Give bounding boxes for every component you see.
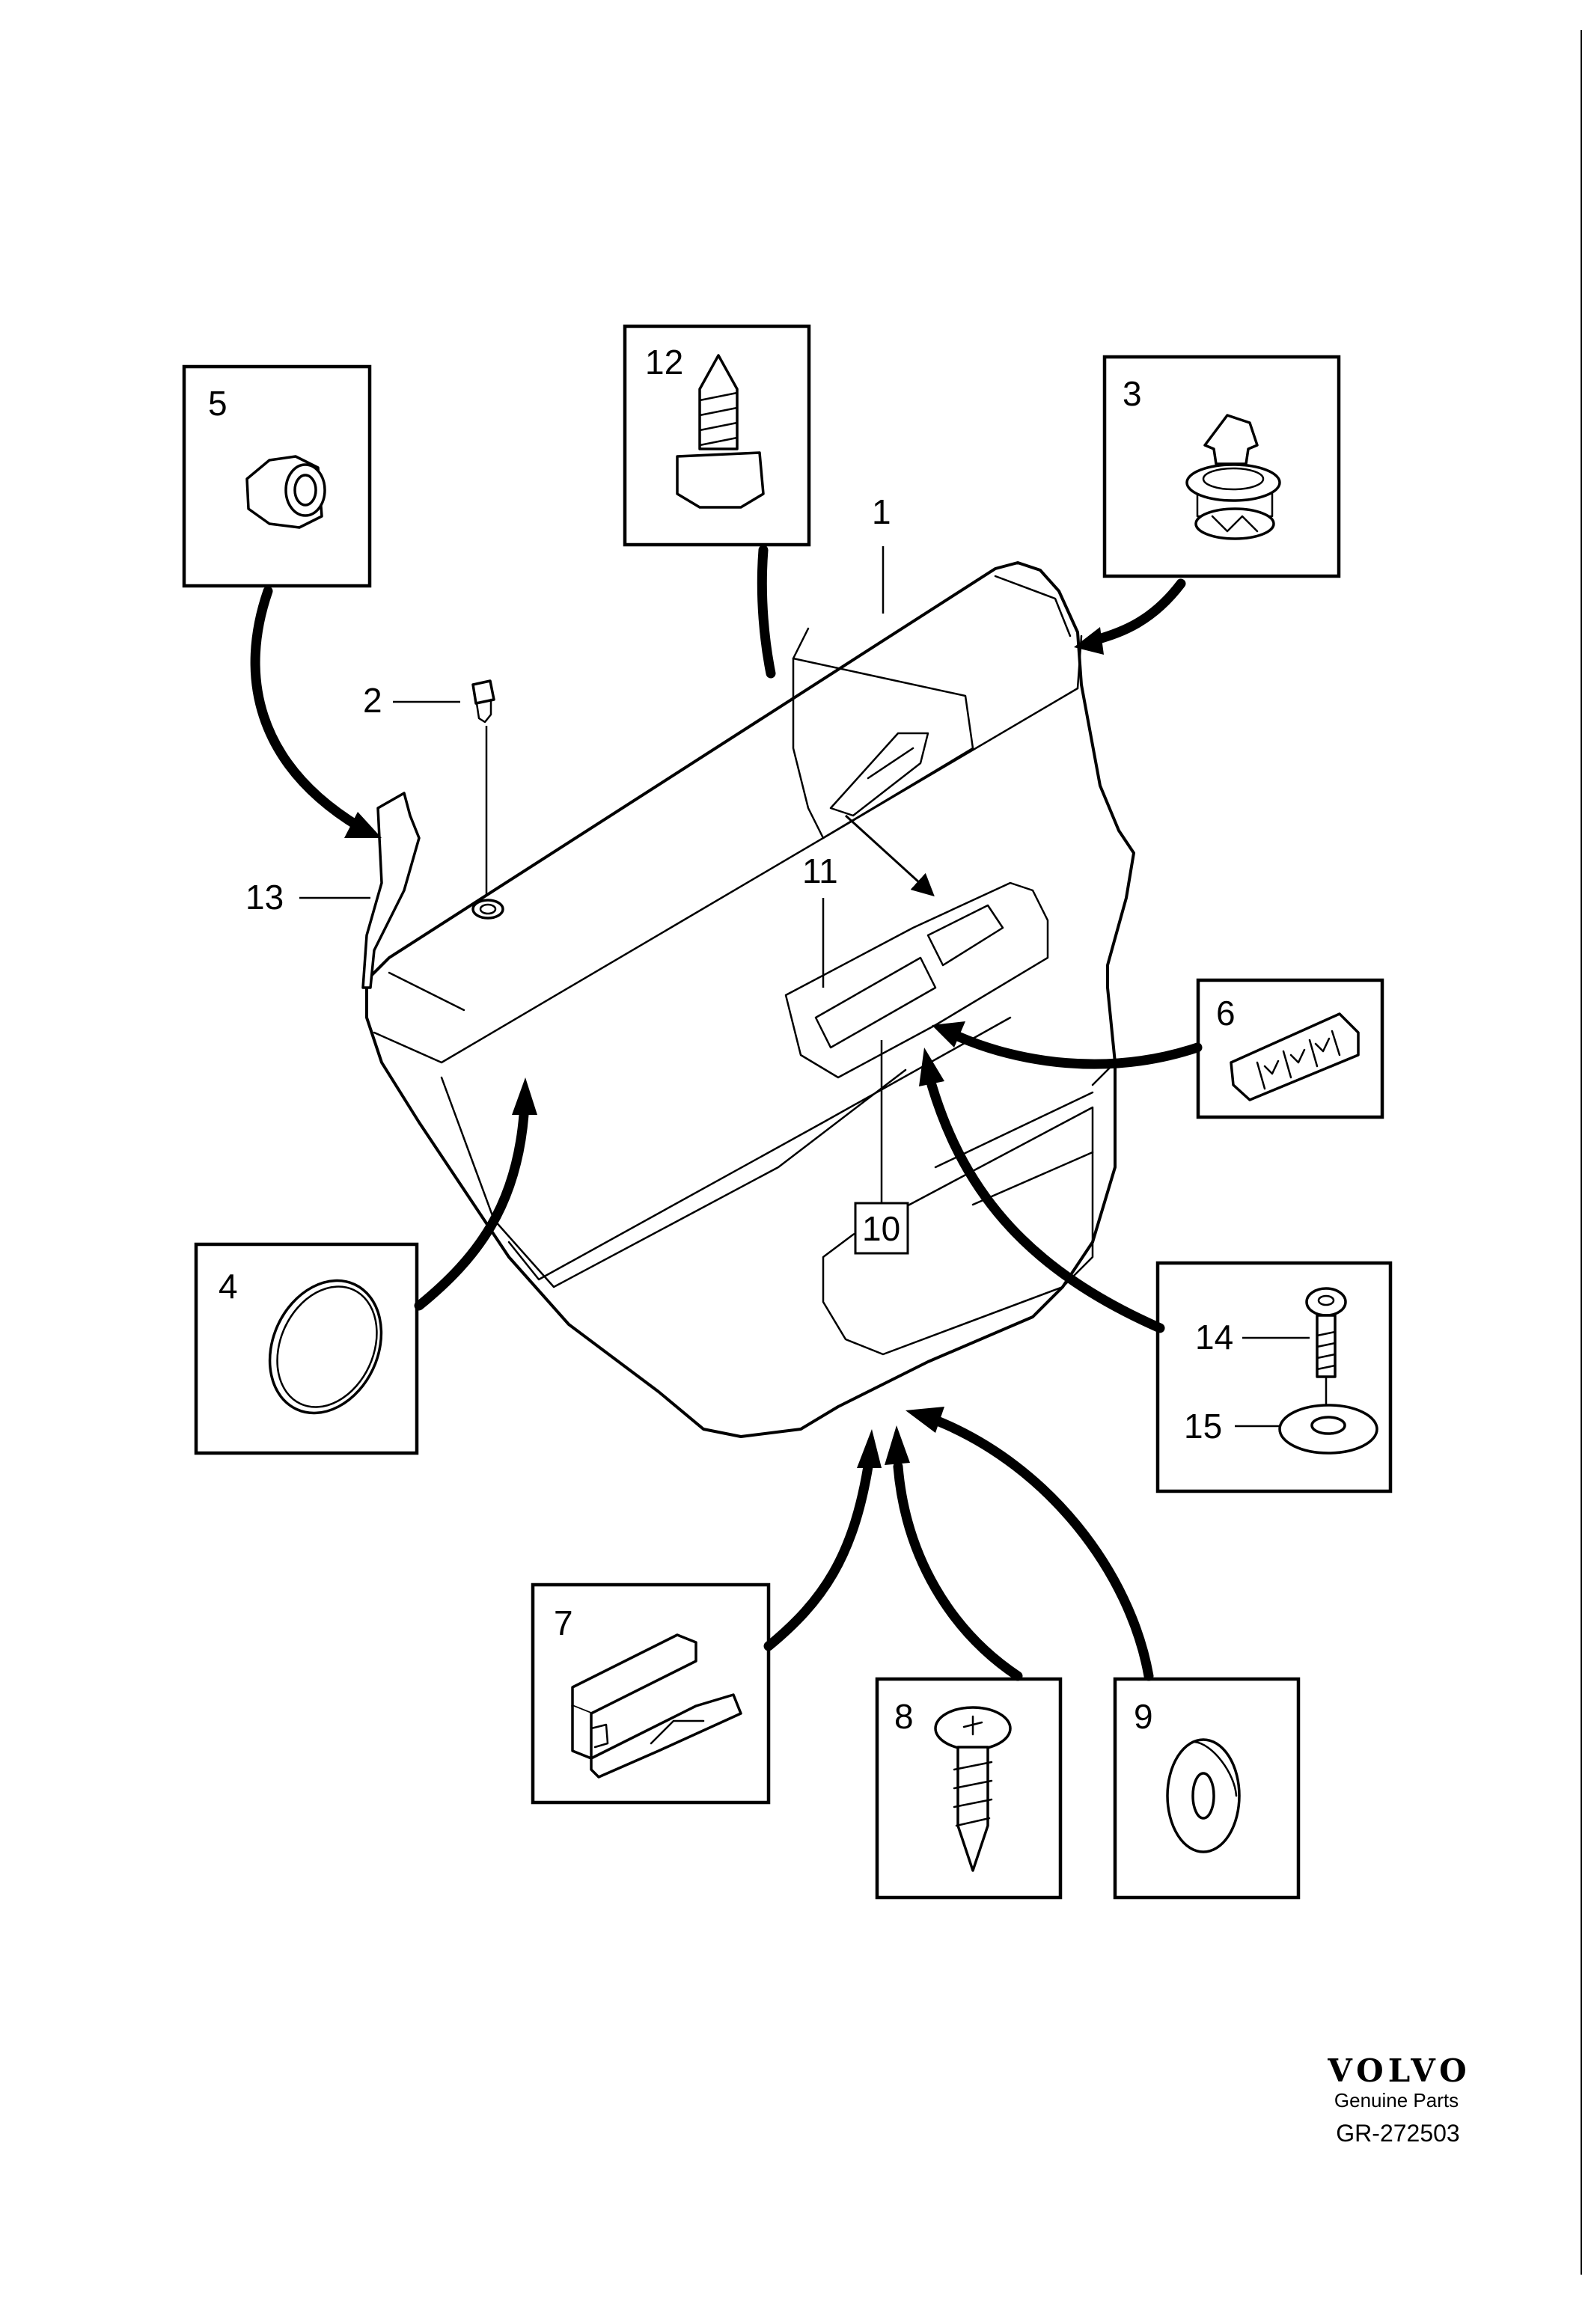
part-box-9: 9 — [1113, 1677, 1301, 1900]
callout-15: 15 — [1184, 1407, 1222, 1446]
callout-14: 14 — [1195, 1318, 1233, 1357]
callout-12: 12 — [645, 343, 683, 382]
reference-arrows — [250, 545, 1203, 1681]
callout-2: 2 — [363, 681, 382, 720]
branding-block: VOLVO Genuine Parts GR-272503 — [1327, 2052, 1471, 2147]
bolt-icon — [1305, 1287, 1347, 1407]
washer-icon-15 — [1278, 1404, 1378, 1455]
part-box-5: 5 — [182, 364, 372, 588]
part-box-4: 4 — [194, 1242, 419, 1455]
plug-cap-icon — [245, 455, 326, 529]
callout-9: 9 — [1134, 1697, 1153, 1736]
figure-code: GR-272503 — [1336, 2120, 1459, 2147]
part-box-3: 3 — [1102, 355, 1341, 578]
seal-ring-icon — [268, 1279, 383, 1415]
callout-8: 8 — [894, 1697, 914, 1736]
callout-5: 5 — [208, 384, 227, 423]
part-box-10: 10 — [854, 1040, 909, 1255]
retaining-clip-icon — [571, 1633, 742, 1779]
callout-3: 3 — [1123, 374, 1142, 413]
tapping-screw-icon — [676, 354, 765, 509]
callout-11: 11 — [802, 851, 838, 890]
genuine-parts-label: Genuine Parts — [1334, 2089, 1459, 2112]
callout-1: 1 — [872, 492, 891, 531]
volvo-logo: VOLVO — [1327, 2052, 1471, 2089]
part-box-6: 6 — [1196, 978, 1384, 1119]
part-box-7: 7 — [531, 1583, 771, 1805]
door-trim-panel — [365, 561, 1135, 1438]
callout-7: 7 — [554, 1603, 573, 1642]
callout-10: 10 — [862, 1209, 900, 1248]
part-2-screw: 2 — [363, 679, 495, 894]
push-clip-icon — [1185, 414, 1281, 540]
callout-13: 13 — [245, 878, 284, 917]
part-box-14-15: 14 15 — [1155, 1261, 1393, 1493]
washer-icon-9 — [1166, 1738, 1241, 1853]
part-box-12: 12 — [623, 324, 811, 547]
part-box-8: 8 — [875, 1677, 1063, 1900]
phillips-screw-icon — [934, 1706, 1012, 1872]
trim-strip — [361, 792, 421, 989]
callout-6: 6 — [1216, 994, 1236, 1033]
switch-panel-icon — [1230, 1012, 1360, 1101]
callout-4: 4 — [219, 1267, 238, 1306]
